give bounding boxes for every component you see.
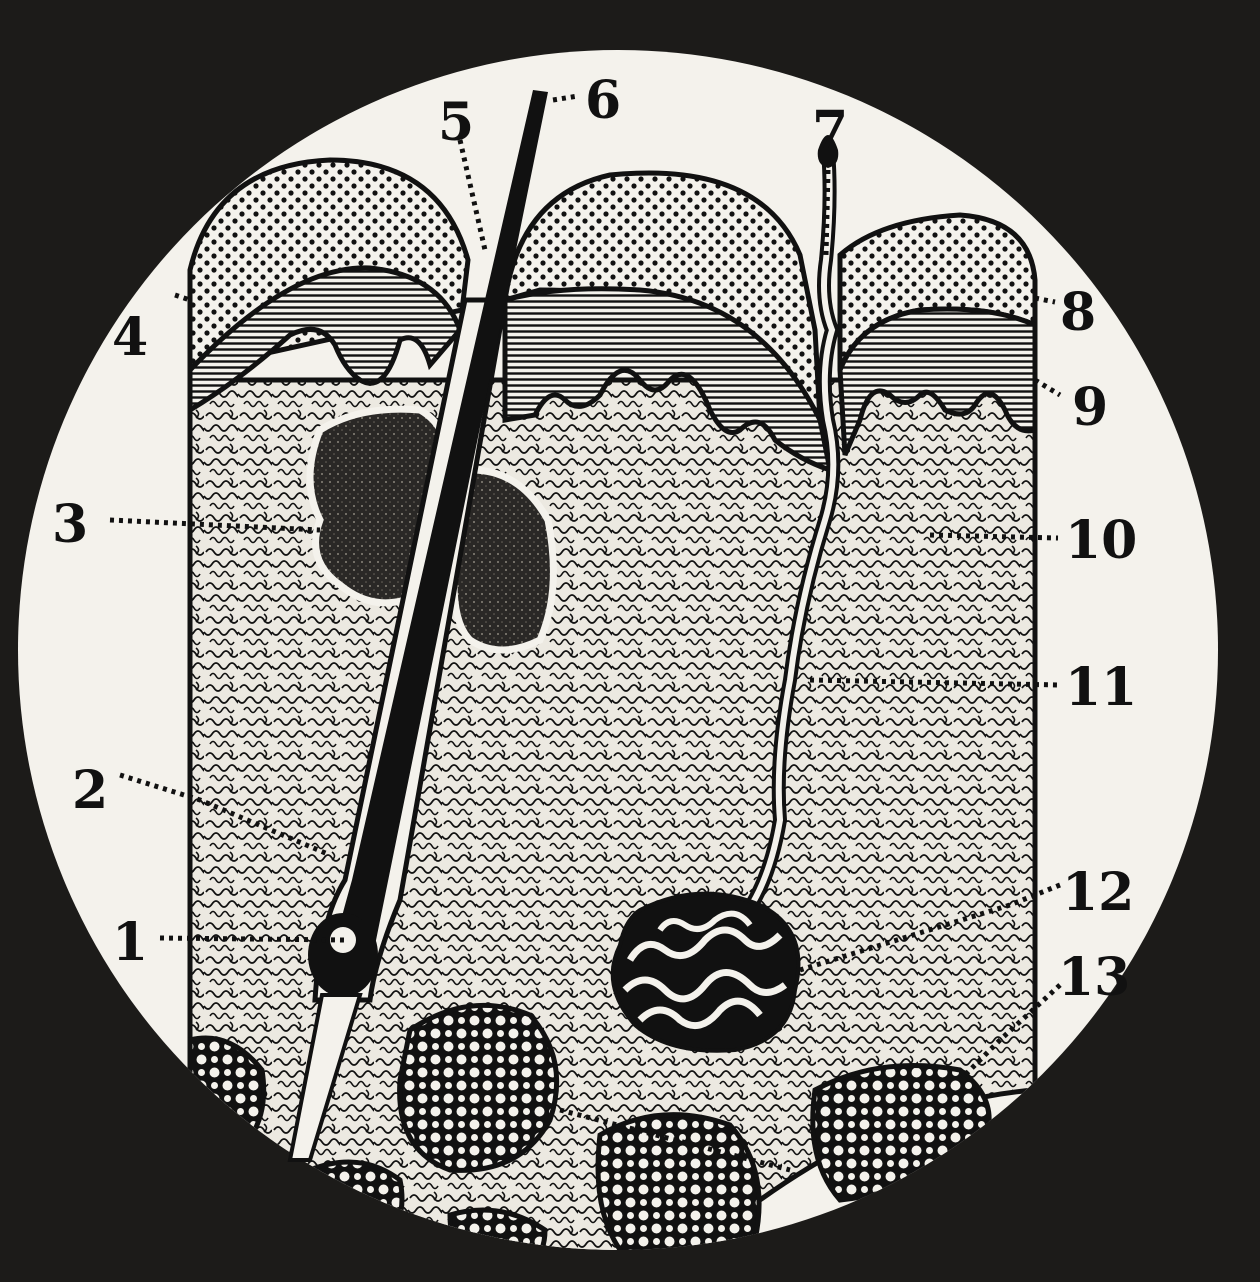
label-13: 13: [1058, 947, 1130, 1008]
label-9: 9: [1072, 377, 1108, 438]
label-8: 8: [1060, 282, 1096, 343]
label-7: 7: [812, 100, 848, 161]
label-6: 6: [585, 70, 621, 131]
label-3: 3: [52, 494, 88, 555]
label-10: 10: [1065, 510, 1137, 571]
label-2: 2: [72, 760, 108, 821]
label-12: 12: [1062, 862, 1134, 923]
label-11: 11: [1065, 657, 1137, 718]
label-5: 5: [438, 92, 474, 153]
label-1: 1: [112, 912, 148, 973]
sweat-gland-coil: [613, 894, 799, 1051]
hair-bulb: [308, 913, 378, 997]
label-4: 4: [112, 307, 148, 368]
fat-lobule: [400, 1005, 557, 1170]
